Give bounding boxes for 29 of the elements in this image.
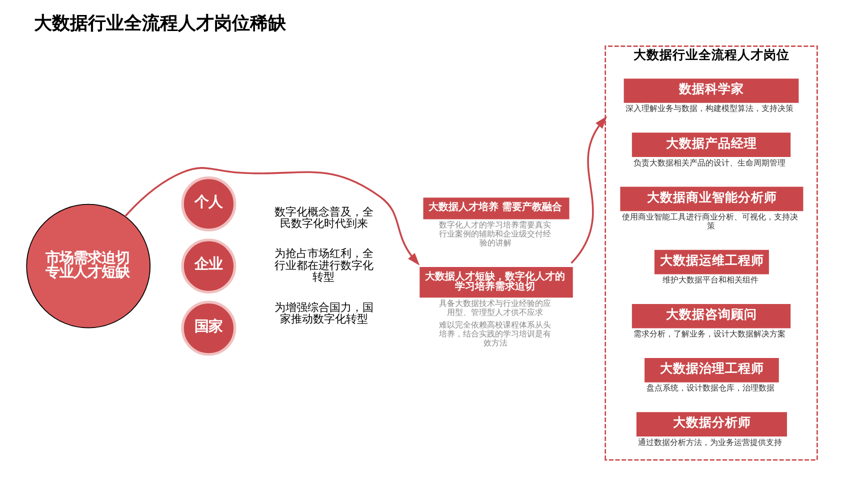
node-box: 大数据人才培养 需要产教融合 bbox=[423, 198, 570, 220]
node-label: 数字化人才的学习培养需要真实行业案例的辅助和企业级交付经验的讲解 bbox=[439, 220, 552, 248]
node-box: 大数据分析师 bbox=[636, 412, 787, 436]
node-label: 为抢占市场红利，全行业都在进行数字化转型 bbox=[274, 247, 374, 284]
node-box: 数据科学家 bbox=[624, 78, 799, 103]
node-box: 大数据人才短缺，数字化人才的学习培养需求迫切 bbox=[420, 267, 573, 298]
node-circle: 国家 bbox=[181, 300, 236, 356]
node-circle: 市场需求迫切专业人才短缺 bbox=[26, 204, 151, 328]
arrow bbox=[570, 116, 608, 264]
node-box: 大数据治理工程师 bbox=[644, 358, 779, 382]
node-box: 大数据商业智能分析师 bbox=[620, 186, 804, 212]
node-label: 通过数据分析方法，为业务运营提供支持 bbox=[638, 436, 782, 447]
node-box: 大数据运维工程师 bbox=[654, 250, 769, 274]
node-label: 为增强综合国力，国家推动数字化转型 bbox=[274, 300, 374, 326]
node-box: 大数据咨询顾问 bbox=[632, 304, 791, 328]
node-label: 深入理解业务与数据，构建模型算法，支持决策 bbox=[626, 103, 794, 114]
node-label: 数字化概念普及，全民数字化时代到来 bbox=[274, 205, 374, 230]
node-label: 维护大数据平台和相关组件 bbox=[662, 274, 759, 284]
diagram-title: 大数据行业全流程人才岗位稀缺 bbox=[34, 13, 286, 34]
node-label: 负责大数据相关产品的设计、生命周期管理 bbox=[634, 157, 786, 168]
arrow bbox=[124, 167, 420, 266]
node-box: 大数据产品经理 bbox=[632, 132, 791, 158]
node-label: 使用商业智能工具进行商业分析、可视化，支持决策 bbox=[622, 211, 798, 230]
node-label: 具备大数据技术与行业经验的应用型、管理型人才供不应求 bbox=[439, 298, 552, 317]
node-circle: 个人 bbox=[181, 176, 236, 232]
node-circle: 企业 bbox=[181, 238, 236, 294]
node-label: 难以完全依赖高校课程体系从头培养，结合实践的学习培训是有效方法 bbox=[439, 320, 552, 348]
node-label: 需求分析，了解业务，设计大数据解决方案 bbox=[634, 328, 786, 339]
node-label: 盘点系统，设计数据仓库，治理数据 bbox=[646, 382, 774, 393]
